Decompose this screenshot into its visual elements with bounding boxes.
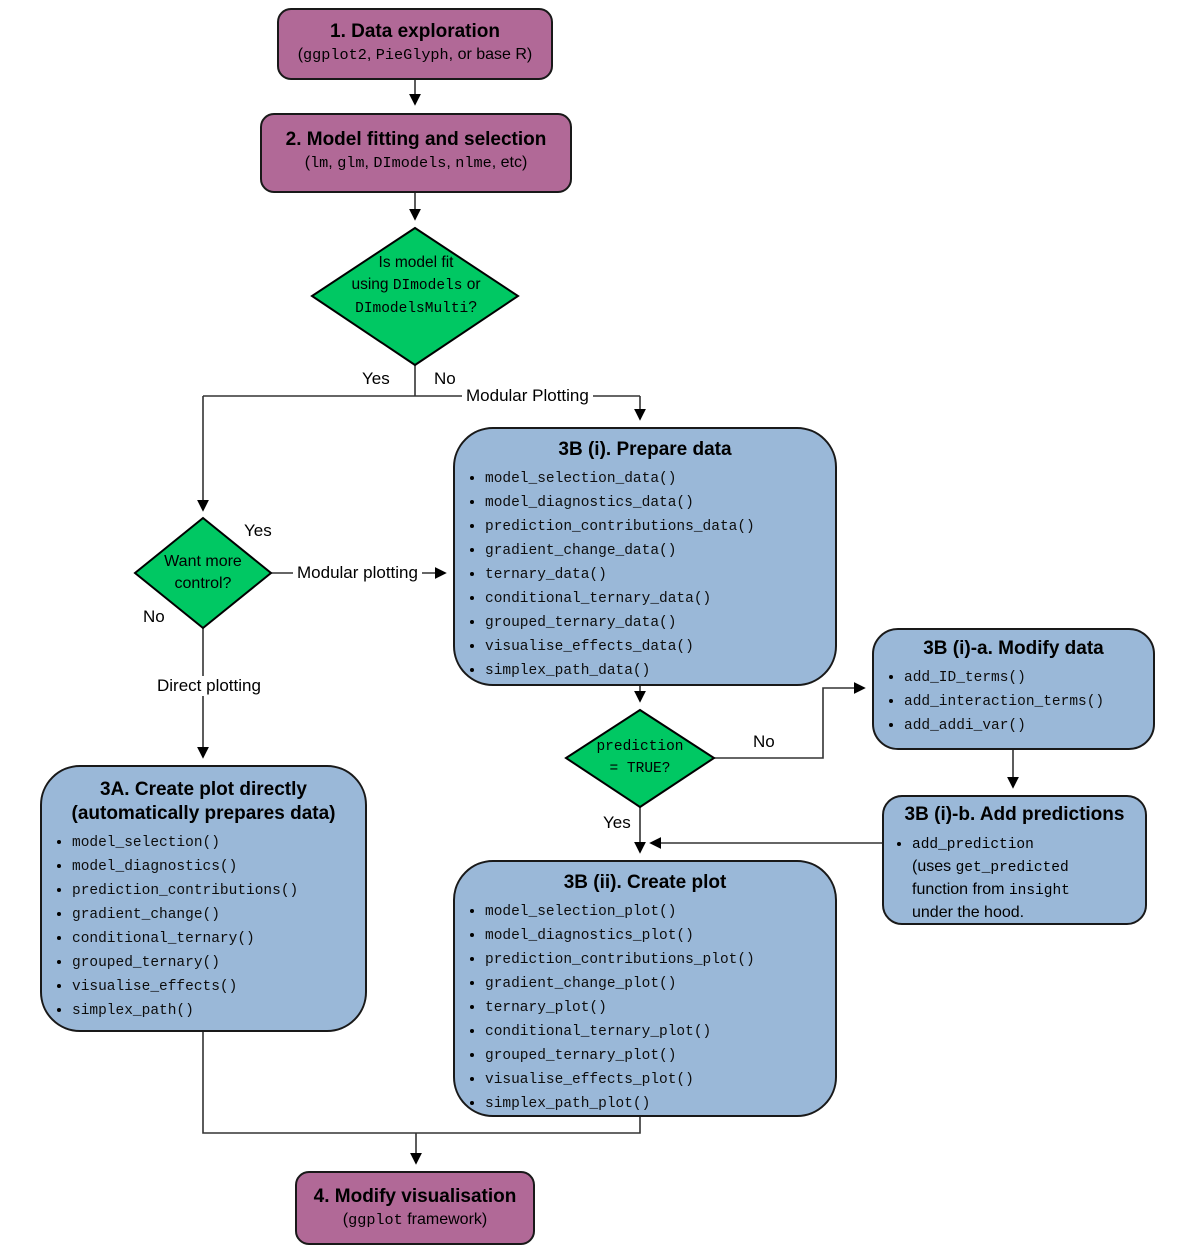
- decision-line: = TRUE?: [609, 761, 671, 777]
- decision-model-diamond: [310, 226, 520, 367]
- node-modify-data: 3B (i)-a. Modify data add_ID_terms()add_…: [872, 628, 1155, 750]
- node-title: 3B (i)-a. Modify data: [923, 638, 1104, 659]
- function-list: model_selection()model_diagnostics()pred…: [42, 831, 365, 1023]
- node-modify-visualisation: 4. Modify visualisation (ggplot framewor…: [295, 1171, 535, 1245]
- decision-control-text: Want more control?: [164, 553, 242, 592]
- function-list: model_selection_data()model_diagnostics_…: [455, 467, 835, 683]
- edge-label-modular-plotting: Modular Plotting: [462, 386, 593, 406]
- function-item: add_ID_terms(): [904, 666, 1153, 690]
- function-item: model_diagnostics(): [72, 855, 365, 879]
- function-item: conditional_ternary(): [72, 927, 365, 951]
- node-model-fitting: 2. Model fitting and selection (lm, glm,…: [260, 113, 572, 193]
- decision-prediction-text: prediction = TRUE?: [574, 736, 706, 780]
- edge-bottom-merge: [202, 1032, 641, 1134]
- edge-label-modular-plotting: Modular plotting: [293, 563, 422, 583]
- node-add-predictions: 3B (i)-b. Add predictions add_prediction…: [882, 795, 1147, 925]
- function-item: prediction_contributions_plot(): [485, 948, 835, 972]
- function-item: model_diagnostics_plot(): [485, 924, 835, 948]
- node-title: 3B (ii). Create plot: [563, 872, 727, 893]
- decision-line: DImodelsMulti?: [355, 299, 477, 317]
- function-item: conditional_ternary_data(): [485, 587, 835, 611]
- function-item: simplex_path_plot(): [485, 1092, 835, 1116]
- node-title: 2. Model fitting and selection: [285, 129, 547, 150]
- function-item: visualise_effects_data(): [485, 635, 835, 659]
- edge-label-no: No: [749, 732, 779, 752]
- decision-line: using DImodels or: [351, 276, 481, 294]
- function-item: model_selection_data(): [485, 467, 835, 491]
- function-list: add_ID_terms()add_interaction_terms()add…: [874, 666, 1153, 738]
- node-title: 1. Data exploration: [330, 21, 500, 42]
- node-title: 3A. Create plot directly: [100, 779, 307, 800]
- function-list: model_selection_plot()model_diagnostics_…: [455, 900, 835, 1116]
- function-item: model_selection_plot(): [485, 900, 835, 924]
- node-subtitle: (lm, glm, DImodels, nlme, etc): [304, 154, 528, 172]
- note-list: add_prediction(uses get_predictedfunctio…: [884, 833, 1145, 923]
- node-create-plot: 3B (ii). Create plot model_selection_plo…: [453, 860, 837, 1117]
- node-title: 3B (i)-b. Add predictions: [904, 804, 1125, 825]
- function-item: gradient_change_data(): [485, 539, 835, 563]
- function-item: ternary_data(): [485, 563, 835, 587]
- function-item: prediction_contributions_data(): [485, 515, 835, 539]
- node-title: 3B (i). Prepare data: [558, 439, 732, 460]
- function-item: grouped_ternary_data(): [485, 611, 835, 635]
- function-item: prediction_contributions(): [72, 879, 365, 903]
- function-item: grouped_ternary_plot(): [485, 1044, 835, 1068]
- decision-control-diamond: [133, 516, 273, 630]
- node-subtitle: (ggplot2, PieGlyph, or base R): [297, 46, 533, 64]
- decision-line: Is model fit: [378, 254, 454, 271]
- node-subtitle: (ggplot framework): [342, 1211, 488, 1229]
- function-item: gradient_change(): [72, 903, 365, 927]
- function-item: add_addi_var(): [904, 714, 1153, 738]
- decision-line: prediction: [596, 739, 684, 755]
- edge-label-no: No: [430, 369, 460, 389]
- edge-label-yes: Yes: [358, 369, 394, 389]
- function-item: model_selection(): [72, 831, 365, 855]
- function-item: simplex_path_data(): [485, 659, 835, 683]
- node-data-exploration: 1. Data exploration (ggplot2, PieGlyph, …: [277, 8, 553, 80]
- function-item: simplex_path(): [72, 999, 365, 1023]
- node-prepare-data: 3B (i). Prepare data model_selection_dat…: [453, 427, 837, 686]
- function-item: visualise_effects(): [72, 975, 365, 999]
- note-item: add_prediction(uses get_predictedfunctio…: [912, 833, 1145, 923]
- edge-label-direct-plotting: Direct plotting: [153, 676, 265, 696]
- function-item: conditional_ternary_plot(): [485, 1020, 835, 1044]
- function-item: ternary_plot(): [485, 996, 835, 1020]
- function-item: grouped_ternary(): [72, 951, 365, 975]
- node-title: 4. Modify visualisation: [313, 1186, 517, 1207]
- function-item: gradient_change_plot(): [485, 972, 835, 996]
- edge-label-no: No: [139, 607, 169, 627]
- edge-label-yes: Yes: [599, 813, 635, 833]
- function-item: model_diagnostics_data(): [485, 491, 835, 515]
- function-item: visualise_effects_plot(): [485, 1068, 835, 1092]
- edge-label-yes: Yes: [240, 521, 276, 541]
- decision-prediction-diamond: [564, 708, 716, 809]
- decision-model-text: Is model fit using DImodels or DImodelsM…: [330, 252, 502, 320]
- node-title-line2: (automatically prepares data): [71, 803, 336, 824]
- function-item: add_interaction_terms(): [904, 690, 1153, 714]
- node-create-plot-directly: 3A. Create plot directly (automatically …: [40, 765, 367, 1032]
- edge-decision3-modify-data: [714, 682, 866, 759]
